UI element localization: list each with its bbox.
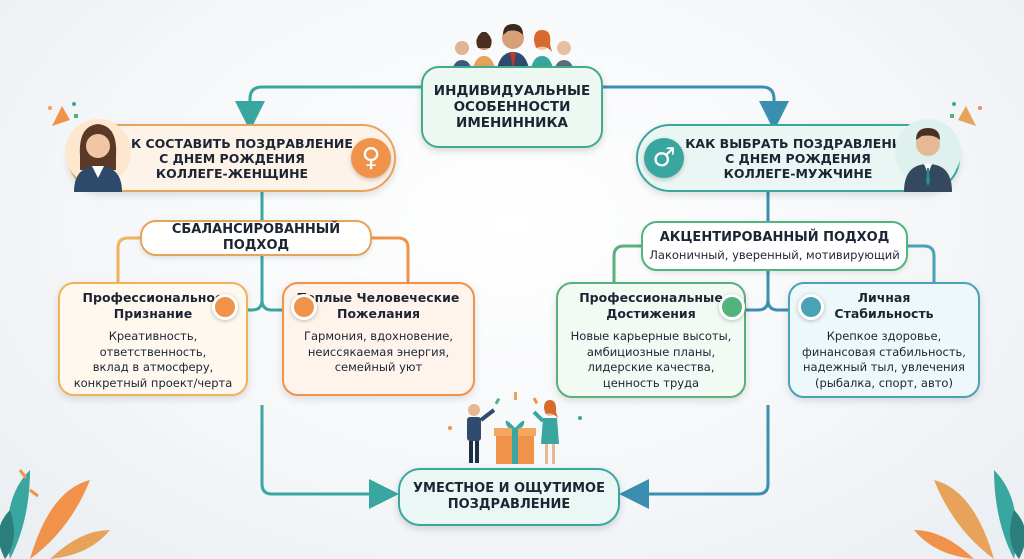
card-title-line: Теплые Человеческие [297,290,460,305]
card-text-line: ценность труда [602,375,700,390]
card-text-line: (рыбалка, спорт, авто) [815,375,953,390]
accented-approach-sub: Лаконичный, уверенный, мотивирующий [649,248,900,263]
individual-features-node: ИНДИВИДУАЛЬНЫЕ ОСОБЕННОСТИ ИМЕНИННИКА [421,66,603,148]
top-line-1: ИНДИВИДУАЛЬНЫЕ [433,82,591,99]
card-text-line: семейный уют [334,360,423,375]
professional-achievements-card: Профессиональные Достижения Новые карьер… [556,282,746,398]
leaf-icon [914,470,1024,559]
balanced-approach-node: СБАЛАНСИРОВАННЫЙ ПОДХОД [140,220,372,256]
accented-approach-node: АКЦЕНТИРОВАННЫЙ ПОДХОД Лаконичный, увере… [641,221,908,271]
top-line-3: ИМЕНИННИКА [456,115,568,132]
confetti-icon [48,102,78,126]
confetti-icon [950,102,982,126]
card-title-line: Профессиональные [579,290,723,305]
result-line-1: УМЕСТНОЕ И ОЩУТИМОЕ [413,481,605,497]
male-line-1: КАК ВЫБРАТЬ ПОЗДРАВЛЕНИЕ [685,135,911,151]
green-dot-icon [719,294,745,320]
male-line-2: С ДНЕМ РОЖДЕНИЯ [725,150,871,166]
top-line-2: ОСОБЕННОСТИ [453,98,571,115]
card-title-line: Признание [113,305,193,321]
card-text-line: финансовая стабильность, [802,344,966,359]
card-text-line: Креативность, [108,329,198,344]
gift-icon [448,392,582,464]
card-text-line: амбициозные планы, [586,344,716,359]
warm-wishes-card: Теплые Человеческие Пожелания Гармония, … [282,282,475,396]
female-symbol-icon: ♀ [351,138,391,178]
card-text-line: неиссякаемая энергия, [307,344,450,359]
male-avatar-icon [895,119,961,192]
blue-dot-icon [798,294,824,320]
leaf-icon [0,469,110,559]
card-text-line: ответственность, [99,344,207,359]
card-title-line: Пожелания [337,305,420,321]
male-line-3: КОЛЛЕГЕ-МУЖЧИНЕ [723,165,873,181]
result-node: УМЕСТНОЕ И ОЩУТИМОЕ ПОЗДРАВЛЕНИЕ [398,468,620,526]
card-text-line: надежный тыл, увлечения [803,360,965,375]
accented-approach-label: АКЦЕНТИРОВАННЫЙ ПОДХОД [659,229,890,245]
orange-dot-icon [212,294,238,320]
card-text-line: конкретный проект/черта [73,375,233,390]
female-line-2: С ДНЕМ РОЖДЕНИЯ [159,150,305,166]
card-text-line: вклад в атмосферу, [92,360,214,375]
female-avatar-icon [65,119,131,192]
card-text-line: Гармония, вдохновение, [304,329,453,344]
card-title-line: Стабильность [834,305,934,321]
female-line-1: КАК СОСТАВИТЬ ПОЗДРАВЛЕНИЕ [111,135,353,151]
male-symbol-icon: ♂ [644,138,684,178]
card-title-line: Личная [857,290,911,305]
balanced-approach-label: СБАЛАНСИРОВАННЫЙ ПОДХОД [171,222,341,253]
card-text-line: лидерские качества, [587,360,715,375]
female-line-3: КОЛЛЕГЕ-ЖЕНЩИНЕ [155,165,309,181]
card-title-line: Профессиональное [82,290,224,305]
card-text-line: Крепкое здоровье, [826,329,942,344]
card-title-line: Достижения [606,305,696,321]
orange-dot-icon [291,294,317,320]
card-text-line: Новые карьерные высоты, [570,329,732,344]
result-line-2: ПОЗДРАВЛЕНИЕ [447,497,571,512]
